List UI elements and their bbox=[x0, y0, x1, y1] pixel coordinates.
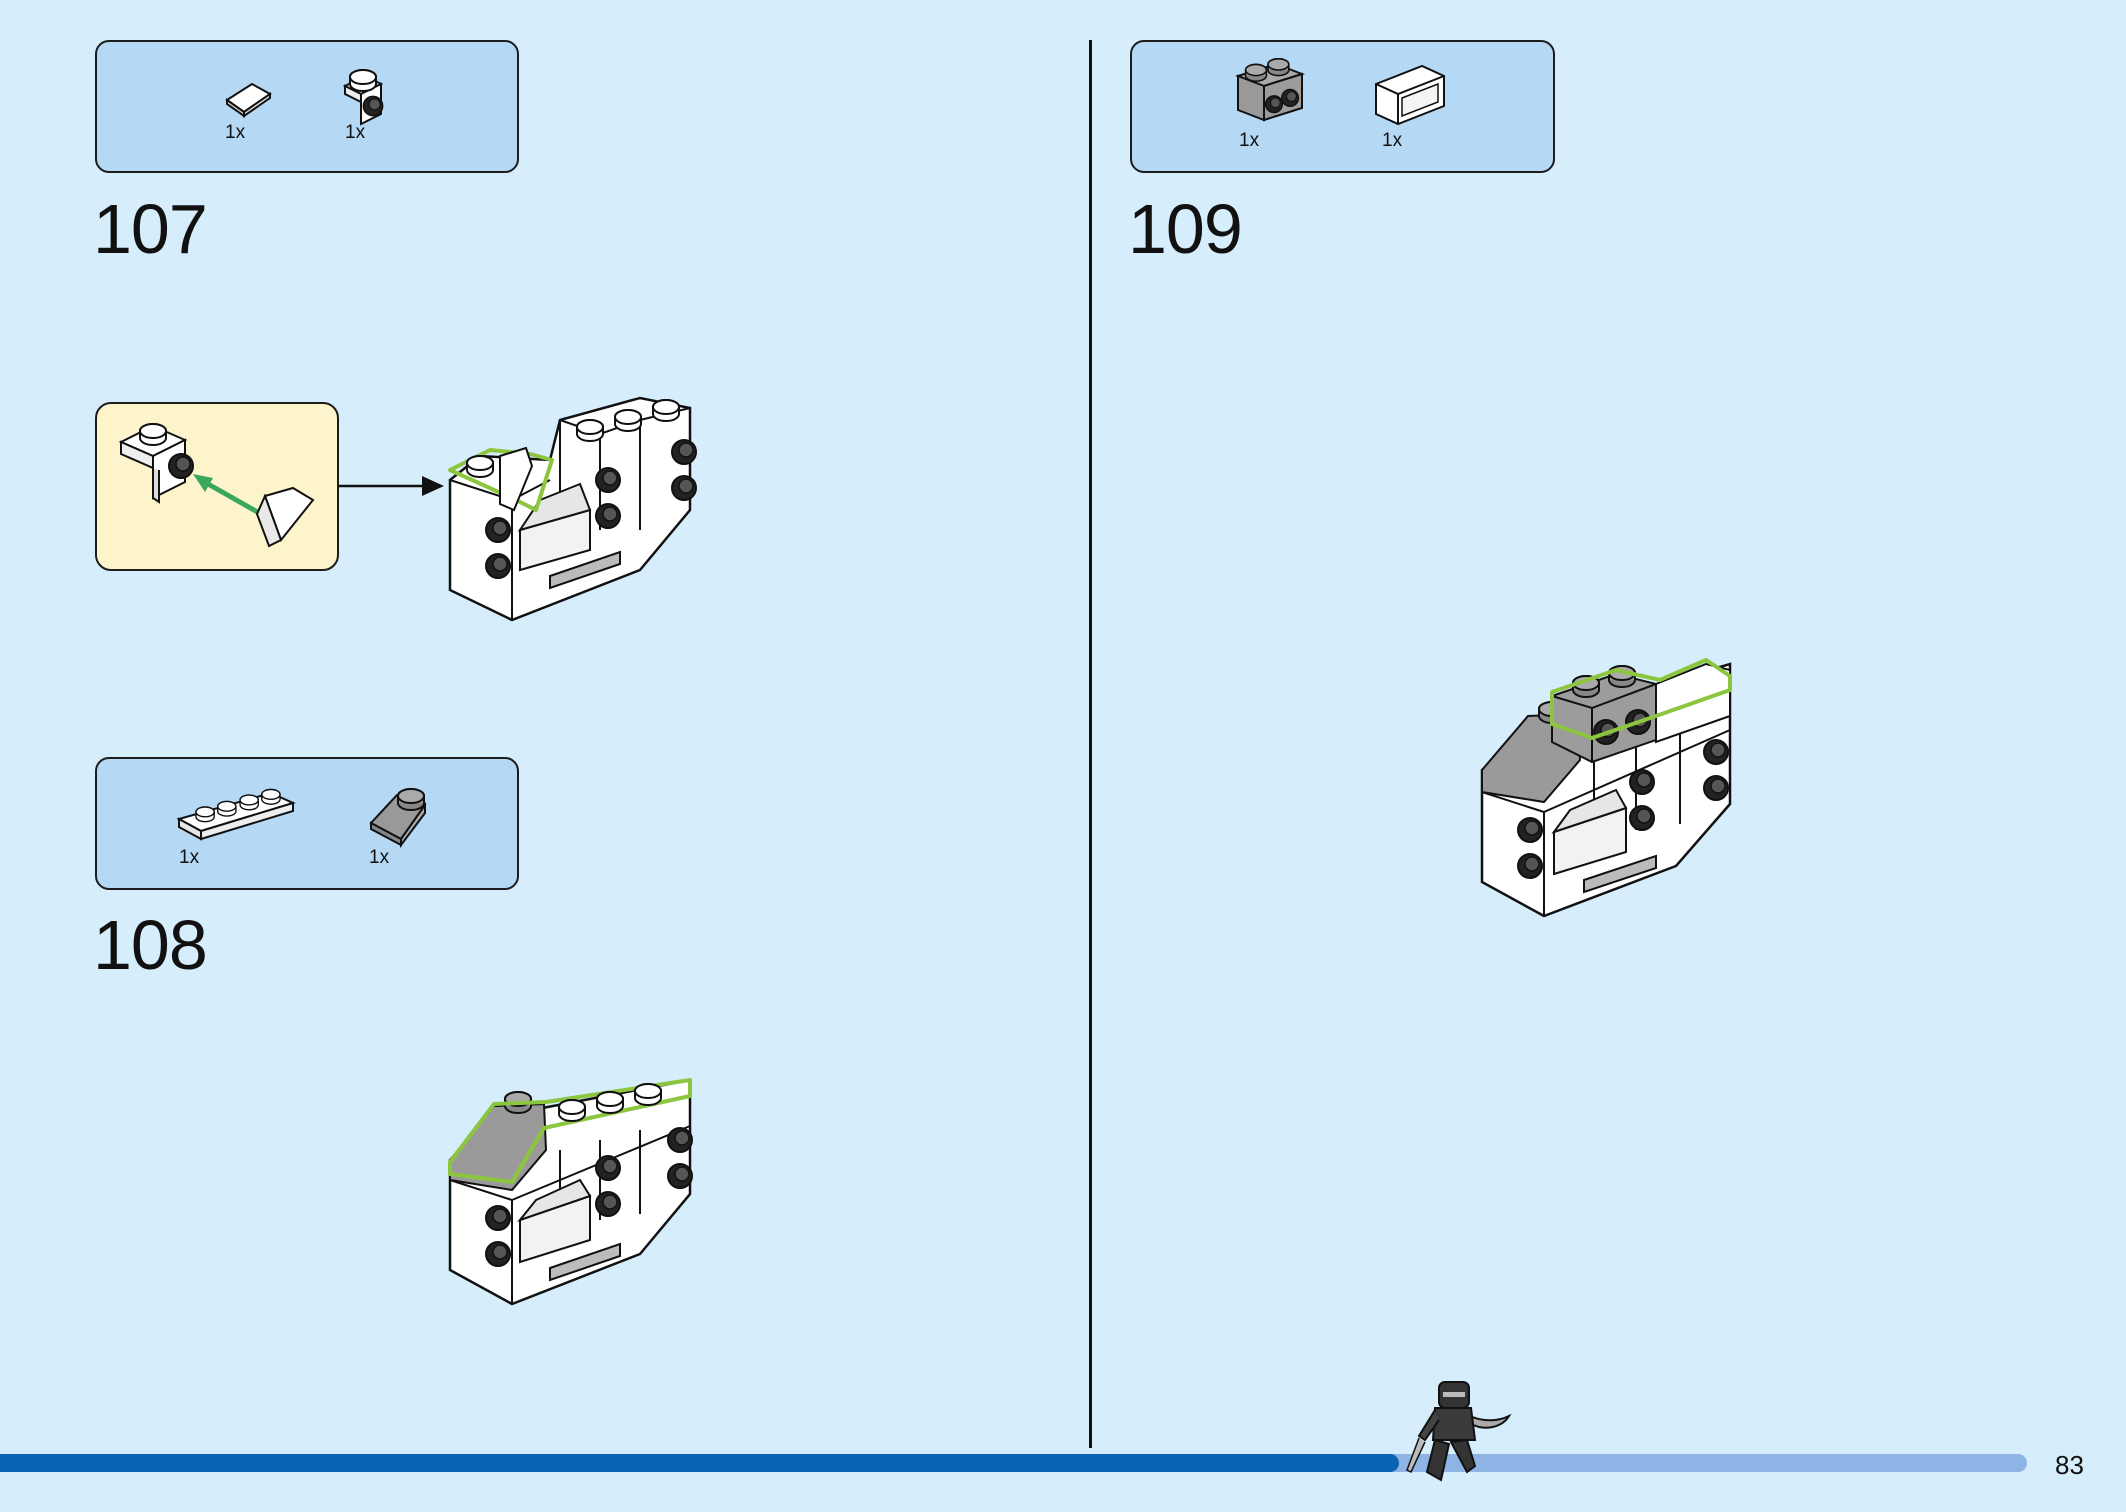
part-quantity: 1x bbox=[1382, 130, 1403, 151]
sub-assembly-callout bbox=[95, 402, 339, 571]
progress-fill bbox=[0, 1454, 1399, 1472]
bracket-white-part-icon bbox=[342, 69, 384, 126]
plate-1x4-white-part-icon bbox=[176, 788, 296, 841]
part-quantity: 1x bbox=[225, 122, 246, 143]
ninja-minifig-icon bbox=[1406, 1381, 1512, 1482]
part-quantity: 1x bbox=[345, 122, 366, 143]
part-quantity: 1x bbox=[1239, 130, 1260, 151]
wedge-slope-white-part-icon bbox=[225, 82, 272, 118]
part-quantity: 1x bbox=[179, 847, 200, 868]
step-108-parts-box: 1x 1x bbox=[95, 757, 519, 890]
callout-arrow bbox=[338, 476, 444, 496]
step-number: 109 bbox=[1128, 190, 1243, 268]
page-number: 83 bbox=[2055, 1450, 2084, 1480]
step-108-model bbox=[448, 1078, 693, 1306]
brick-1x2-grey-part-icon bbox=[1234, 57, 1306, 122]
step-number: 107 bbox=[93, 190, 208, 268]
slope-2x1-grey-part-icon bbox=[369, 788, 427, 848]
step-107-model bbox=[448, 396, 697, 622]
page-divider bbox=[1089, 40, 1092, 1448]
sub-assembly-illustration bbox=[118, 423, 315, 548]
step-number: 108 bbox=[93, 906, 208, 984]
part-quantity: 1x bbox=[369, 847, 390, 868]
step-109-parts-box: 1x 1x bbox=[1130, 40, 1555, 173]
step-107-parts-box: 1x 1x bbox=[95, 40, 519, 173]
step-109-model bbox=[1480, 658, 1732, 918]
panel-corner-white-part-icon bbox=[1375, 64, 1445, 126]
